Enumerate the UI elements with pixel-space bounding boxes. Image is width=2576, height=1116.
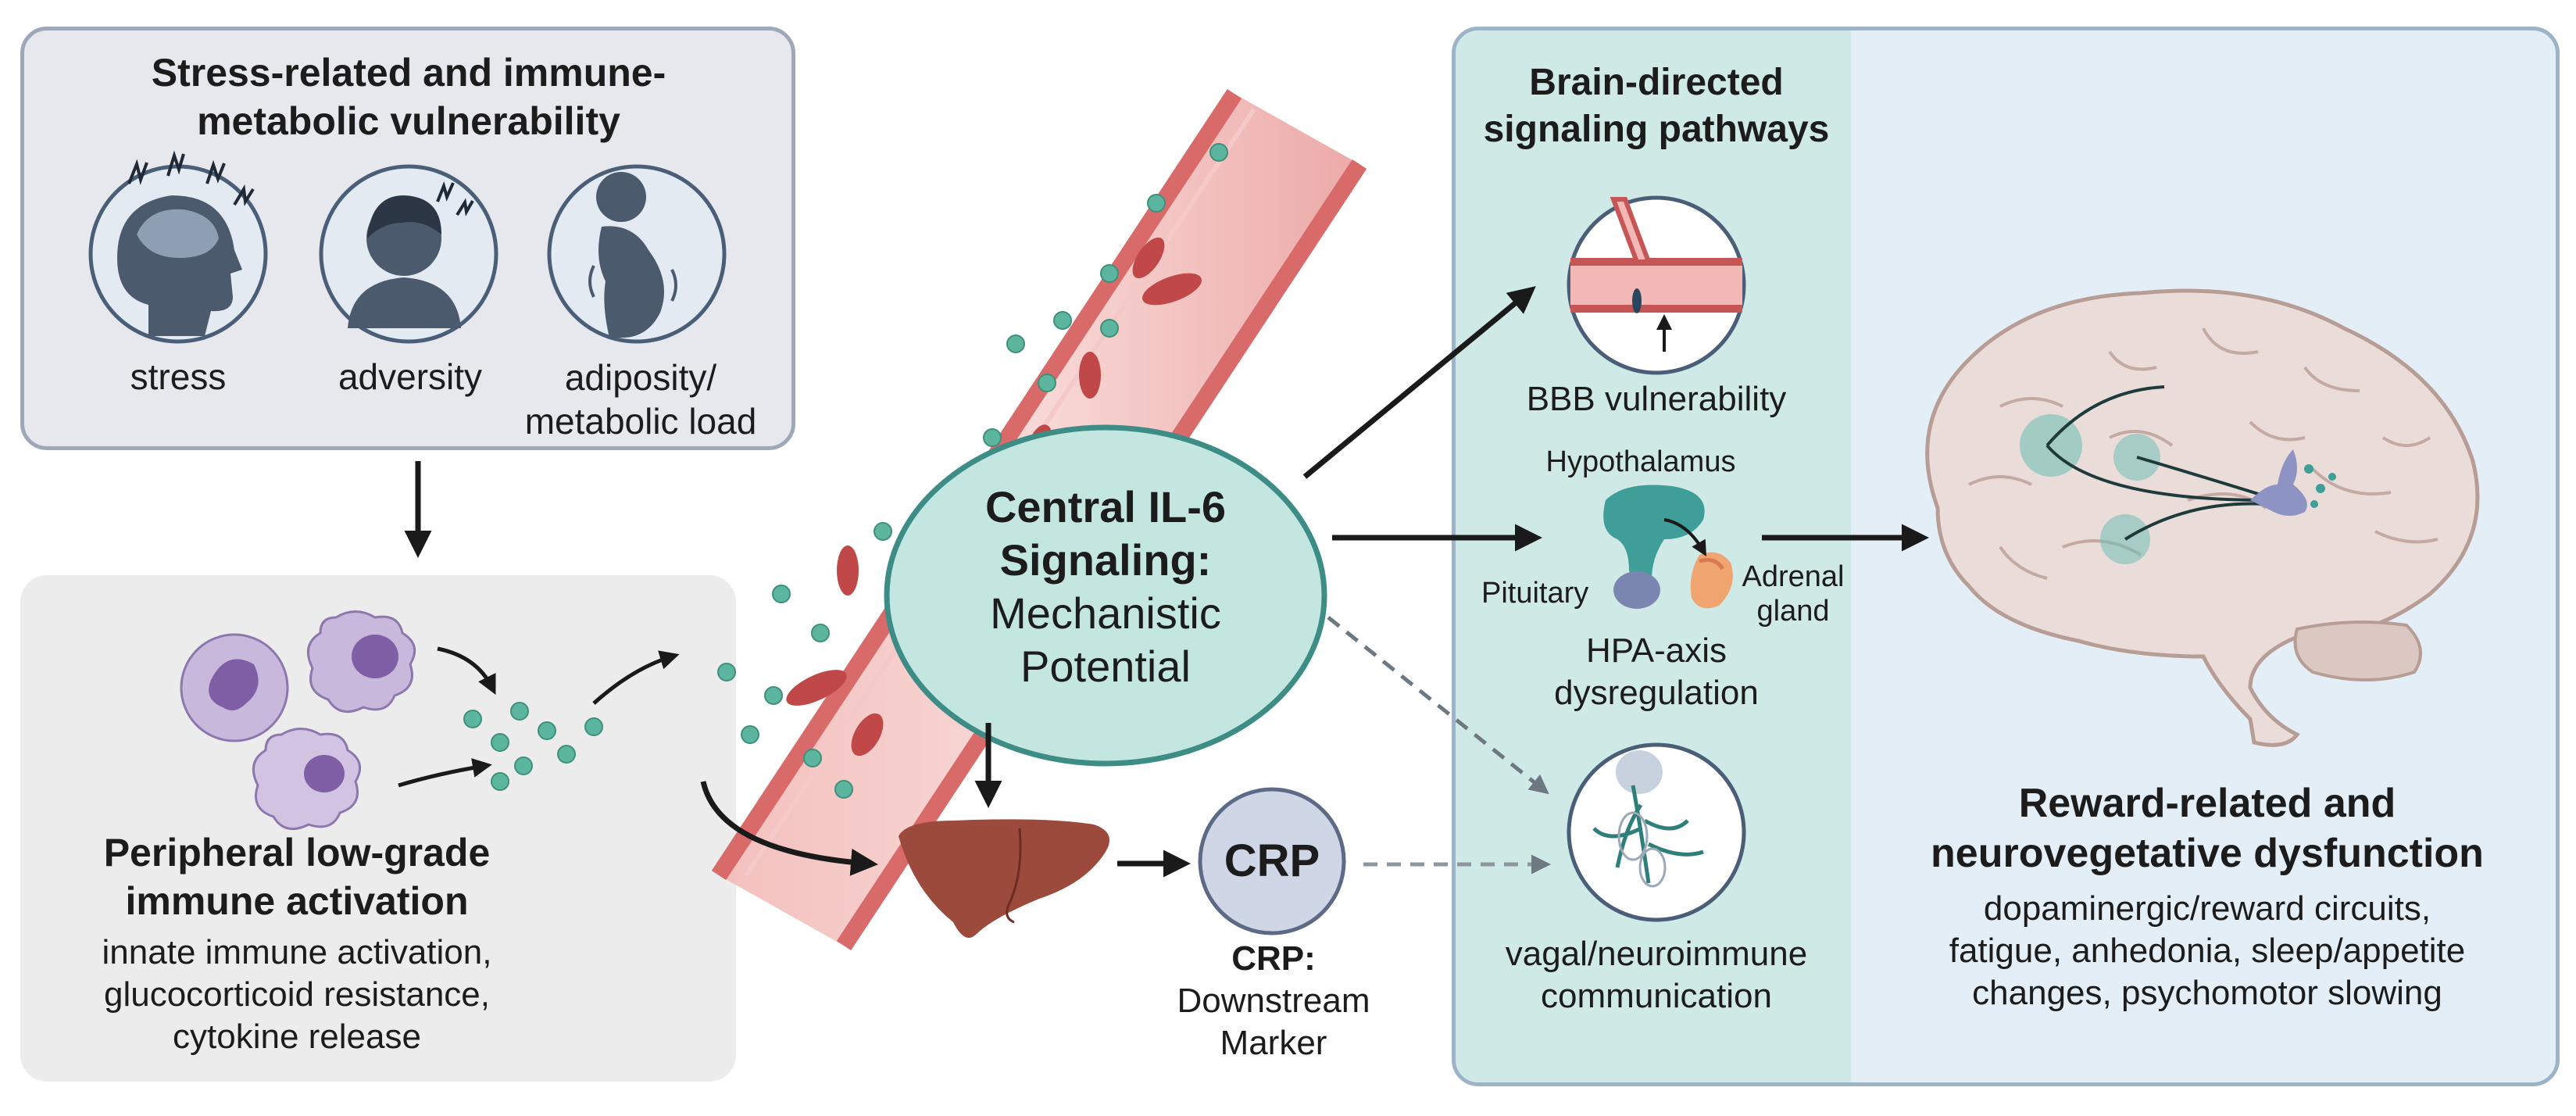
central-line1: Central IL-6: [984, 482, 1227, 531]
brain-icon: [1925, 288, 2480, 747]
adrenal-label: Adrenal gland: [1735, 560, 1852, 628]
hpa-axis-icon: [1603, 485, 1733, 609]
crp-circle: [1198, 787, 1346, 935]
vagal-nerve-icon: [1567, 742, 1746, 922]
bbb-label: BBB vulnerability: [1526, 380, 1787, 418]
brain-pathways-title-line1: Brain-directed: [1529, 62, 1784, 103]
central-il6-text: Central IL-6 Signaling: Mechanistic Pote…: [899, 481, 1313, 693]
reward-desc-line1: dopaminergic/reward circuits,: [1983, 889, 2431, 928]
central-line3: Mechanistic: [990, 588, 1221, 638]
peripheral-desc-line1: innate immune activation,: [102, 933, 492, 971]
adrenal-label-line2: gland: [1756, 595, 1830, 628]
vulnerability-title-line2: metabolic vulnerability: [197, 99, 620, 143]
hypothalamus-label: Hypothalamus: [1545, 445, 1736, 478]
immune-cells: [180, 610, 416, 831]
vulnerability-title-line1: Stress-related and immune-: [151, 51, 666, 95]
crp-caption-line2: Downstream: [1177, 982, 1370, 1020]
adrenal-label-line1: Adrenal: [1742, 560, 1845, 593]
adiposity-label: adiposity/ metabolic load: [500, 356, 781, 443]
vulnerability-title: Stress-related and immune- metabolic vul…: [23, 48, 794, 145]
adiposity-label-line2: metabolic load: [524, 401, 757, 442]
reward-title-line2: neurovegetative dysfunction: [1931, 831, 2484, 876]
vagal-label-line1: vagal/neuroimmune: [1505, 935, 1808, 973]
central-line4: Potential: [1020, 642, 1191, 691]
reward-desc-line3: changes, psychomotor slowing: [1972, 974, 2442, 1012]
bbb-icon: [1567, 195, 1746, 375]
peripheral-desc-line3: cytokine release: [173, 1018, 421, 1056]
peripheral-description: innate immune activation, glucocorticoid…: [47, 932, 547, 1058]
crp-caption-line3: Marker: [1220, 1024, 1327, 1062]
hpa-label-line1: HPA-axis: [1585, 631, 1727, 670]
central-il6-ellipse: [884, 424, 1327, 767]
cytokine-cluster: [463, 702, 603, 791]
vagal-label-line2: communication: [1541, 977, 1772, 1015]
adiposity-icon-circle: [547, 164, 727, 344]
reward-description: dopaminergic/reward circuits, fatigue, a…: [1860, 888, 2555, 1014]
crp-caption: CRP: Downstream Marker: [1149, 938, 1399, 1064]
stress-label: stress: [130, 356, 227, 397]
stressed-head-icon: [117, 150, 255, 336]
hpa-label-line2: dysregulation: [1554, 674, 1759, 712]
vagal-label: vagal/neuroimmune communication: [1461, 933, 1852, 1018]
crp-circle-label: CRP: [1224, 835, 1320, 886]
peripheral-desc-line2: glucocorticoid resistance,: [103, 975, 490, 1014]
reward-title-line1: Reward-related and: [2018, 781, 2396, 826]
pituitary-label: Pituitary: [1481, 577, 1589, 610]
brain-pathways-title: Brain-directed signaling pathways: [1461, 59, 1852, 153]
peripheral-title-line1: Peripheral low-grade: [103, 831, 491, 875]
liver-icon: [899, 819, 1109, 938]
adiposity-body-icon: [588, 172, 677, 338]
child-adversity-icon: [348, 181, 474, 328]
hpa-label: HPA-axis dysregulation: [1461, 630, 1852, 714]
peripheral-title: Peripheral low-grade immune activation: [47, 828, 547, 925]
reward-desc-line2: fatigue, anhedonia, sleep/appetite: [1949, 932, 2466, 970]
central-line2: Signaling:: [999, 535, 1212, 585]
crp-caption-line1: CRP:: [1231, 939, 1316, 978]
adversity-icon-circle: [319, 164, 498, 344]
reward-title: Reward-related and neurovegetative dysfu…: [1860, 778, 2555, 878]
adiposity-label-line1: adiposity/: [564, 357, 717, 398]
brain-pathways-title-line2: signaling pathways: [1483, 109, 1830, 150]
adversity-label: adversity: [338, 356, 483, 397]
peripheral-title-line2: immune activation: [125, 879, 469, 923]
stress-icon-circle: [88, 150, 268, 344]
